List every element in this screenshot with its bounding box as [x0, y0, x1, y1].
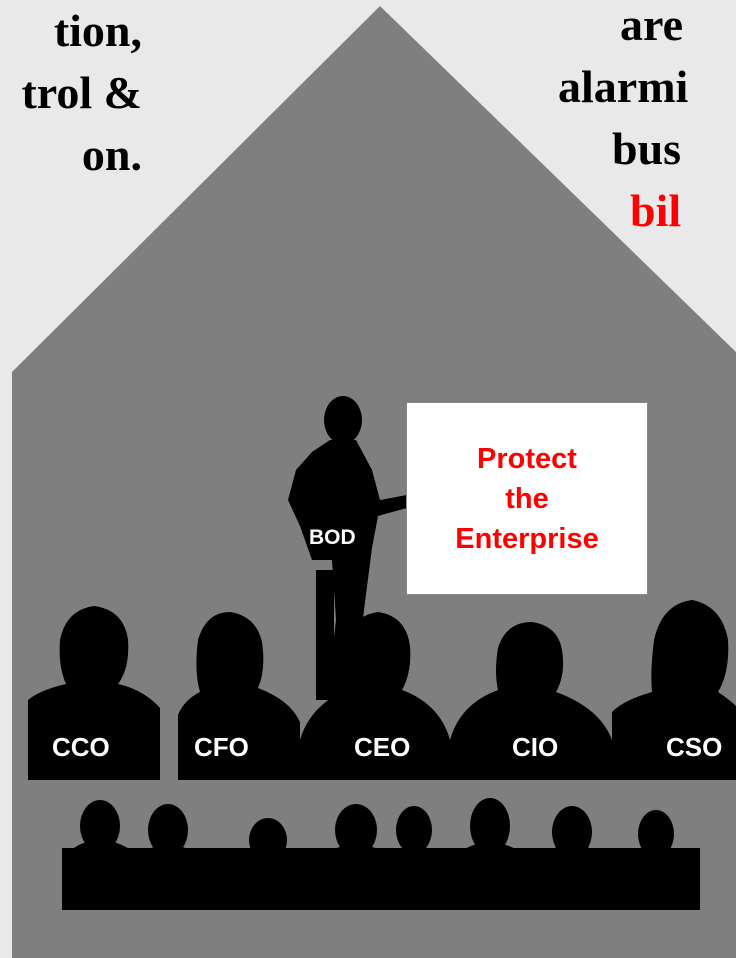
board-text: Protect the Enterprise [455, 439, 598, 559]
left-text-line: trol & [21, 67, 142, 118]
presentation-board: Protect the Enterprise [406, 402, 648, 595]
right-text-line-highlight: bil [630, 185, 682, 236]
right-text-line: bus [612, 123, 682, 174]
executive-label-cso: CSO [666, 732, 723, 762]
executive-silhouettes [28, 600, 736, 780]
executive-label-ceo: CEO [354, 732, 411, 762]
board-line: the [505, 482, 549, 515]
executive-label-cco: CCO [52, 732, 110, 762]
executive-label-cio: CIO [512, 732, 559, 762]
executive-label-cfo: CFO [194, 732, 249, 762]
right-text-line: are [620, 0, 684, 50]
right-text-line: alarmi [558, 61, 689, 112]
audience-silhouettes [62, 798, 700, 910]
presenter-label: BOD [309, 526, 356, 549]
left-text-line: on. [81, 129, 142, 180]
presenter-silhouette [288, 396, 440, 712]
board-line: Enterprise [455, 522, 599, 555]
right-statement-text: are alarmi bus bil [558, 0, 736, 242]
board-line: Protect [477, 442, 577, 475]
left-statement-text: tion, trol & on. [0, 0, 142, 186]
left-text-line: tion, [53, 5, 142, 56]
